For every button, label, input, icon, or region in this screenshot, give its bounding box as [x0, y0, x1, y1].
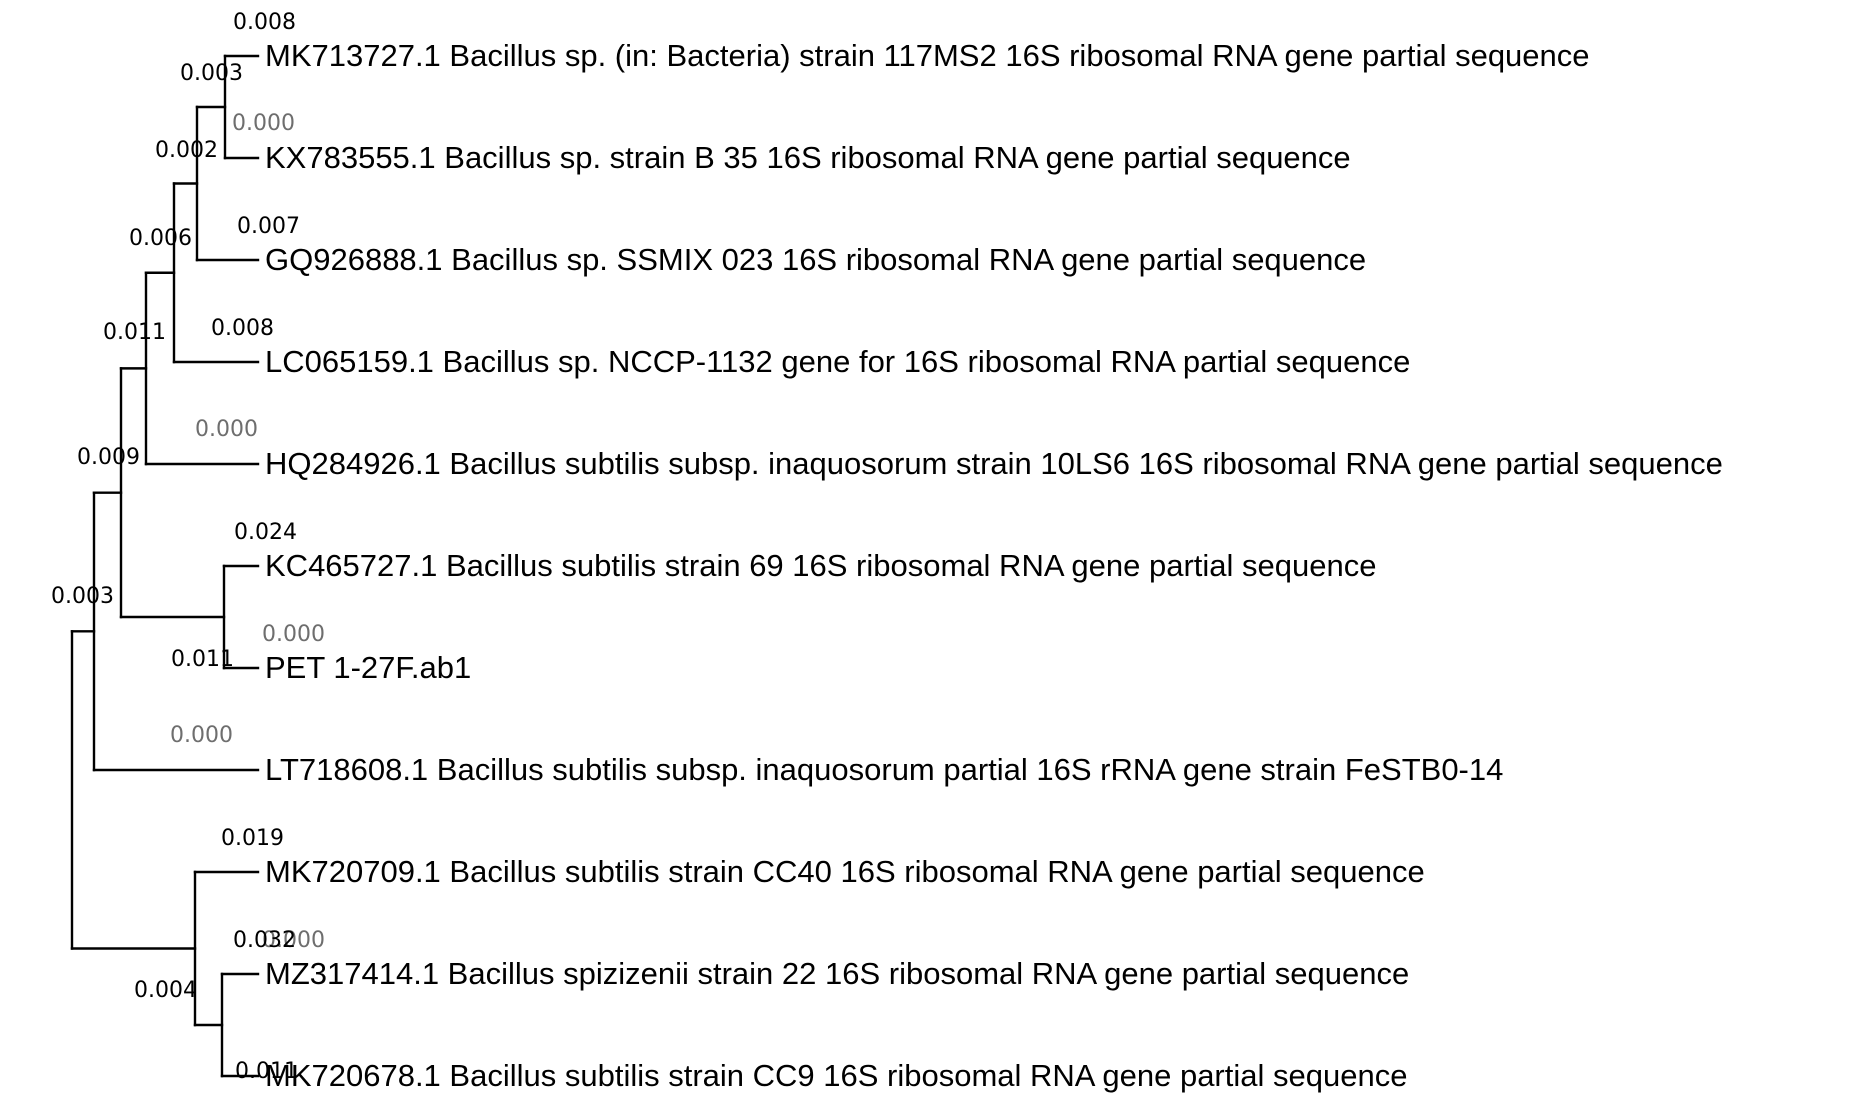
branch-length-label-n12345: 0.011	[103, 320, 166, 345]
branch-length-label-nC: 0.004	[134, 978, 197, 1003]
branch-length-label-n123: 0.002	[155, 138, 218, 163]
taxon-labels: MK713727.1 Bacillus sp. (in: Bacteria) s…	[265, 38, 1723, 1093]
taxon-label-t11: MK720678.1 Bacillus subtilis strain CC9 …	[265, 1058, 1407, 1093]
tree-branches	[70, 54, 260, 1078]
taxon-label-t5: HQ284926.1 Bacillus subtilis subsp. inaq…	[265, 446, 1723, 481]
taxon-label-t4: LC065159.1 Bacillus sp. NCCP-1132 gene f…	[265, 344, 1410, 379]
taxon-label-t1: MK713727.1 Bacillus sp. (in: Bacteria) s…	[265, 38, 1590, 73]
branch-length-label-nA: 0.009	[77, 445, 140, 470]
branch-length-label-t7: 0.000	[262, 622, 325, 647]
taxon-label-t8: LT718608.1 Bacillus subtilis subsp. inaq…	[265, 752, 1503, 787]
branch-length-label-n1011: 0.032	[233, 928, 296, 953]
taxon-label-t10: MZ317414.1 Bacillus spizizenii strain 22…	[265, 956, 1409, 991]
taxon-label-t7: PET 1-27F.ab1	[265, 650, 471, 685]
branch-length-labels: 0.008 0.000 0.007 0.008 0.000 0.024 0.000 0.000…	[51, 10, 325, 1084]
branch-length-label-t5: 0.000	[195, 417, 258, 442]
branch-length-label-t6: 0.024	[234, 520, 297, 545]
branch-length-label-t8: 0.000	[170, 723, 233, 748]
branch-length-label-t9: 0.019	[221, 826, 284, 851]
taxon-label-t6: KC465727.1 Bacillus subtilis strain 69 1…	[265, 548, 1376, 583]
branch-length-label-t4: 0.008	[211, 316, 274, 341]
branch-length-label-t3: 0.007	[237, 214, 300, 239]
taxon-label-t2: KX783555.1 Bacillus sp. strain B 35 16S …	[265, 140, 1351, 175]
branch-length-label-t2: 0.000	[232, 111, 295, 136]
branch-length-label-t1: 0.008	[233, 10, 296, 35]
taxon-label-t9: MK720709.1 Bacillus subtilis strain CC40…	[265, 854, 1425, 889]
branch-length-label-n1234: 0.006	[129, 226, 192, 251]
branch-length-label-t10: 0.000	[262, 928, 325, 953]
branch-length-label-t11: 0.011	[235, 1059, 298, 1084]
branch-length-label-nB: 0.003	[51, 584, 114, 609]
taxon-label-t3: GQ926888.1 Bacillus sp. SSMIX 023 16S ri…	[265, 242, 1366, 277]
branch-length-label-n12: 0.003	[180, 61, 243, 86]
branch-length-label-n67: 0.011	[171, 647, 234, 672]
